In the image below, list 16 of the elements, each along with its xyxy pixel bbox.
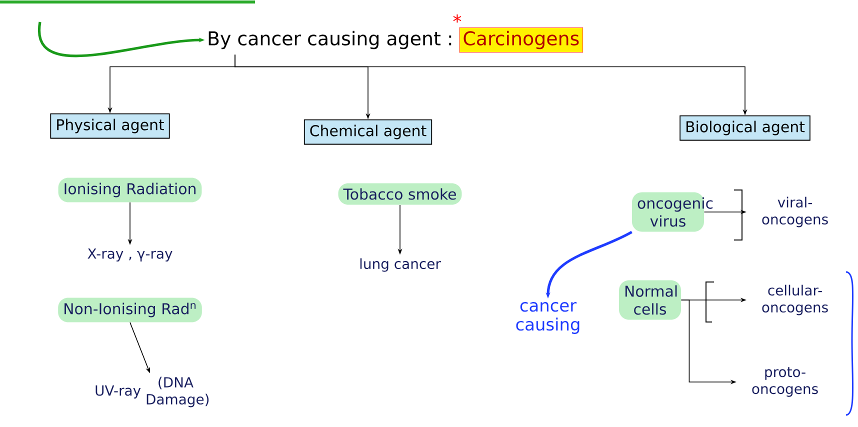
category-box: Biological agent (680, 115, 810, 141)
highlighted-text: Normal cells (619, 280, 681, 320)
highlighted-text: Tobacco smoke (338, 183, 462, 205)
title-text: By cancer causing agent : Carcinogens (208, 27, 584, 53)
highlighted-text: Ionising Radiation (58, 178, 202, 202)
text-label: proto-oncogens (752, 367, 818, 397)
text-label: lung cancer (360, 258, 441, 272)
category-box: Chemical agent (304, 119, 432, 145)
text-label: cellular-oncogens (762, 284, 828, 316)
asterisk: * (453, 14, 462, 23)
highlighted-text: oncogenic virus (632, 192, 713, 232)
note-text: cancer causing (516, 302, 580, 334)
text-label: viral-oncogens (762, 196, 828, 228)
category-box: Physical agent (50, 113, 170, 139)
highlighted-text: Non-Ionising Rad$^{n}$ (58, 298, 202, 322)
text-label: X-ray , γ-ray (88, 248, 172, 262)
